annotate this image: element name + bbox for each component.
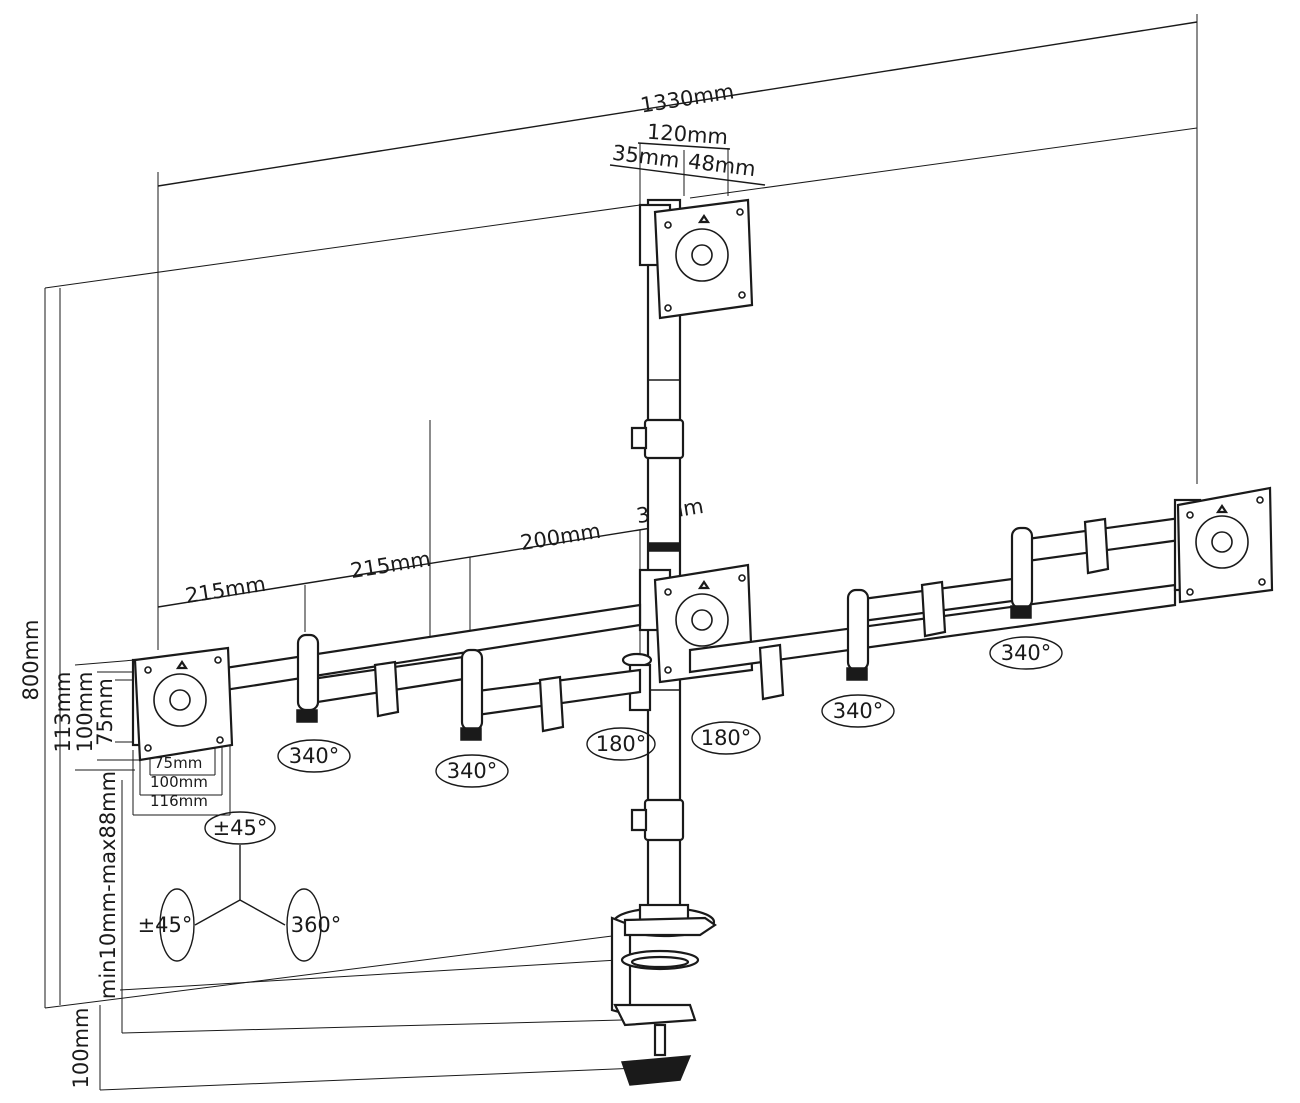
rotation-label-center-right: 180° (701, 726, 752, 750)
left-arm (223, 603, 642, 741)
tilt-left-label: ±45° (138, 913, 193, 937)
right-vesa-head (1173, 486, 1274, 604)
arm-3-label: 200mm (519, 519, 603, 555)
arm-1-label: 215mm (184, 572, 268, 608)
rotation-markers: 340° 340° 180° 180° 340° 340° (277, 636, 1063, 788)
swivel-ellipse (286, 888, 322, 962)
rotation-ellipse (277, 739, 351, 773)
tilt-top-ellipse (204, 811, 276, 845)
center-vesa-head (621, 563, 754, 712)
swivel-label: 360° (291, 913, 342, 937)
dimension-lines (44, 14, 1198, 1091)
tilt-left-ellipse (159, 888, 195, 962)
rotation-label-center-left: 180° (596, 732, 647, 756)
height-label: 800mm (19, 620, 43, 701)
vesa-100-label: 100mm (150, 773, 208, 791)
desk-thickness-label: min10mm-max88mm (96, 771, 120, 999)
main-pole (630, 198, 685, 922)
rotation-ellipse (435, 754, 509, 788)
rotation-label-right-1: 340° (833, 699, 884, 723)
desk-clamp (610, 903, 717, 1086)
rotation-ellipse (586, 727, 656, 761)
vesa-75-label: 75mm (154, 754, 202, 772)
top-vesa-head (638, 198, 754, 320)
rotation-ellipse (691, 721, 761, 755)
rotation-ellipse (989, 636, 1063, 670)
vesa-116-label: 116mm (150, 792, 208, 810)
right-arm (688, 516, 1182, 701)
arm-2-label: 215mm (349, 547, 433, 583)
tilt-swivel-diagram: ±45° ±45° 360° (138, 811, 342, 962)
rotation-ellipse (821, 694, 895, 728)
plate-75-label: 75mm (93, 678, 117, 746)
tilt-top-label: ±45° (213, 816, 268, 840)
head-width-label: 120mm (646, 120, 728, 150)
rotation-label-right-2: 340° (1001, 641, 1052, 665)
base-height-label: 100mm (69, 1008, 93, 1089)
plate-100-label: 100mm (73, 672, 97, 753)
rotation-label-left-1: 340° (289, 744, 340, 768)
plate-113-label: 113mm (51, 672, 75, 753)
left-vesa-head (131, 646, 234, 762)
overall-width-label: 1330mm (639, 79, 736, 117)
rotation-label-left-2: 340° (447, 759, 498, 783)
